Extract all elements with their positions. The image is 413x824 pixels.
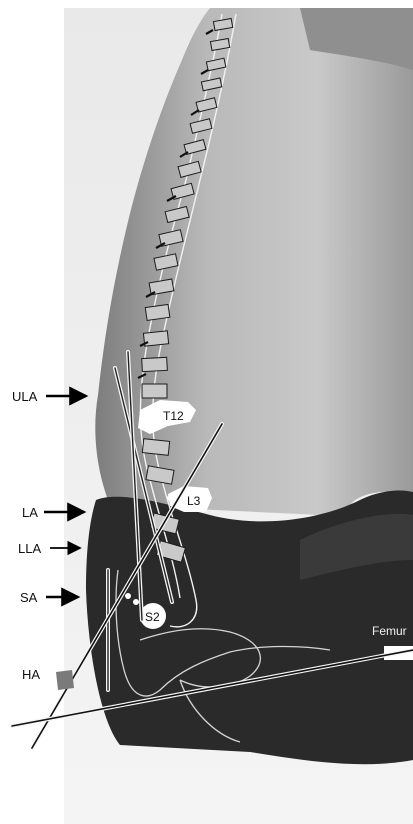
l3-label: L3 [187, 494, 201, 508]
t12-label: T12 [163, 409, 184, 423]
s2-label: S2 [145, 610, 160, 624]
lla-label: LLA [18, 541, 41, 556]
ha-label: HA [22, 667, 40, 682]
la-label: LA [22, 505, 38, 520]
sa-label: SA [20, 590, 38, 605]
ha-angle-wedge [56, 670, 74, 690]
femur-label: Femur [372, 624, 407, 638]
ula-label: ULA [12, 389, 38, 404]
